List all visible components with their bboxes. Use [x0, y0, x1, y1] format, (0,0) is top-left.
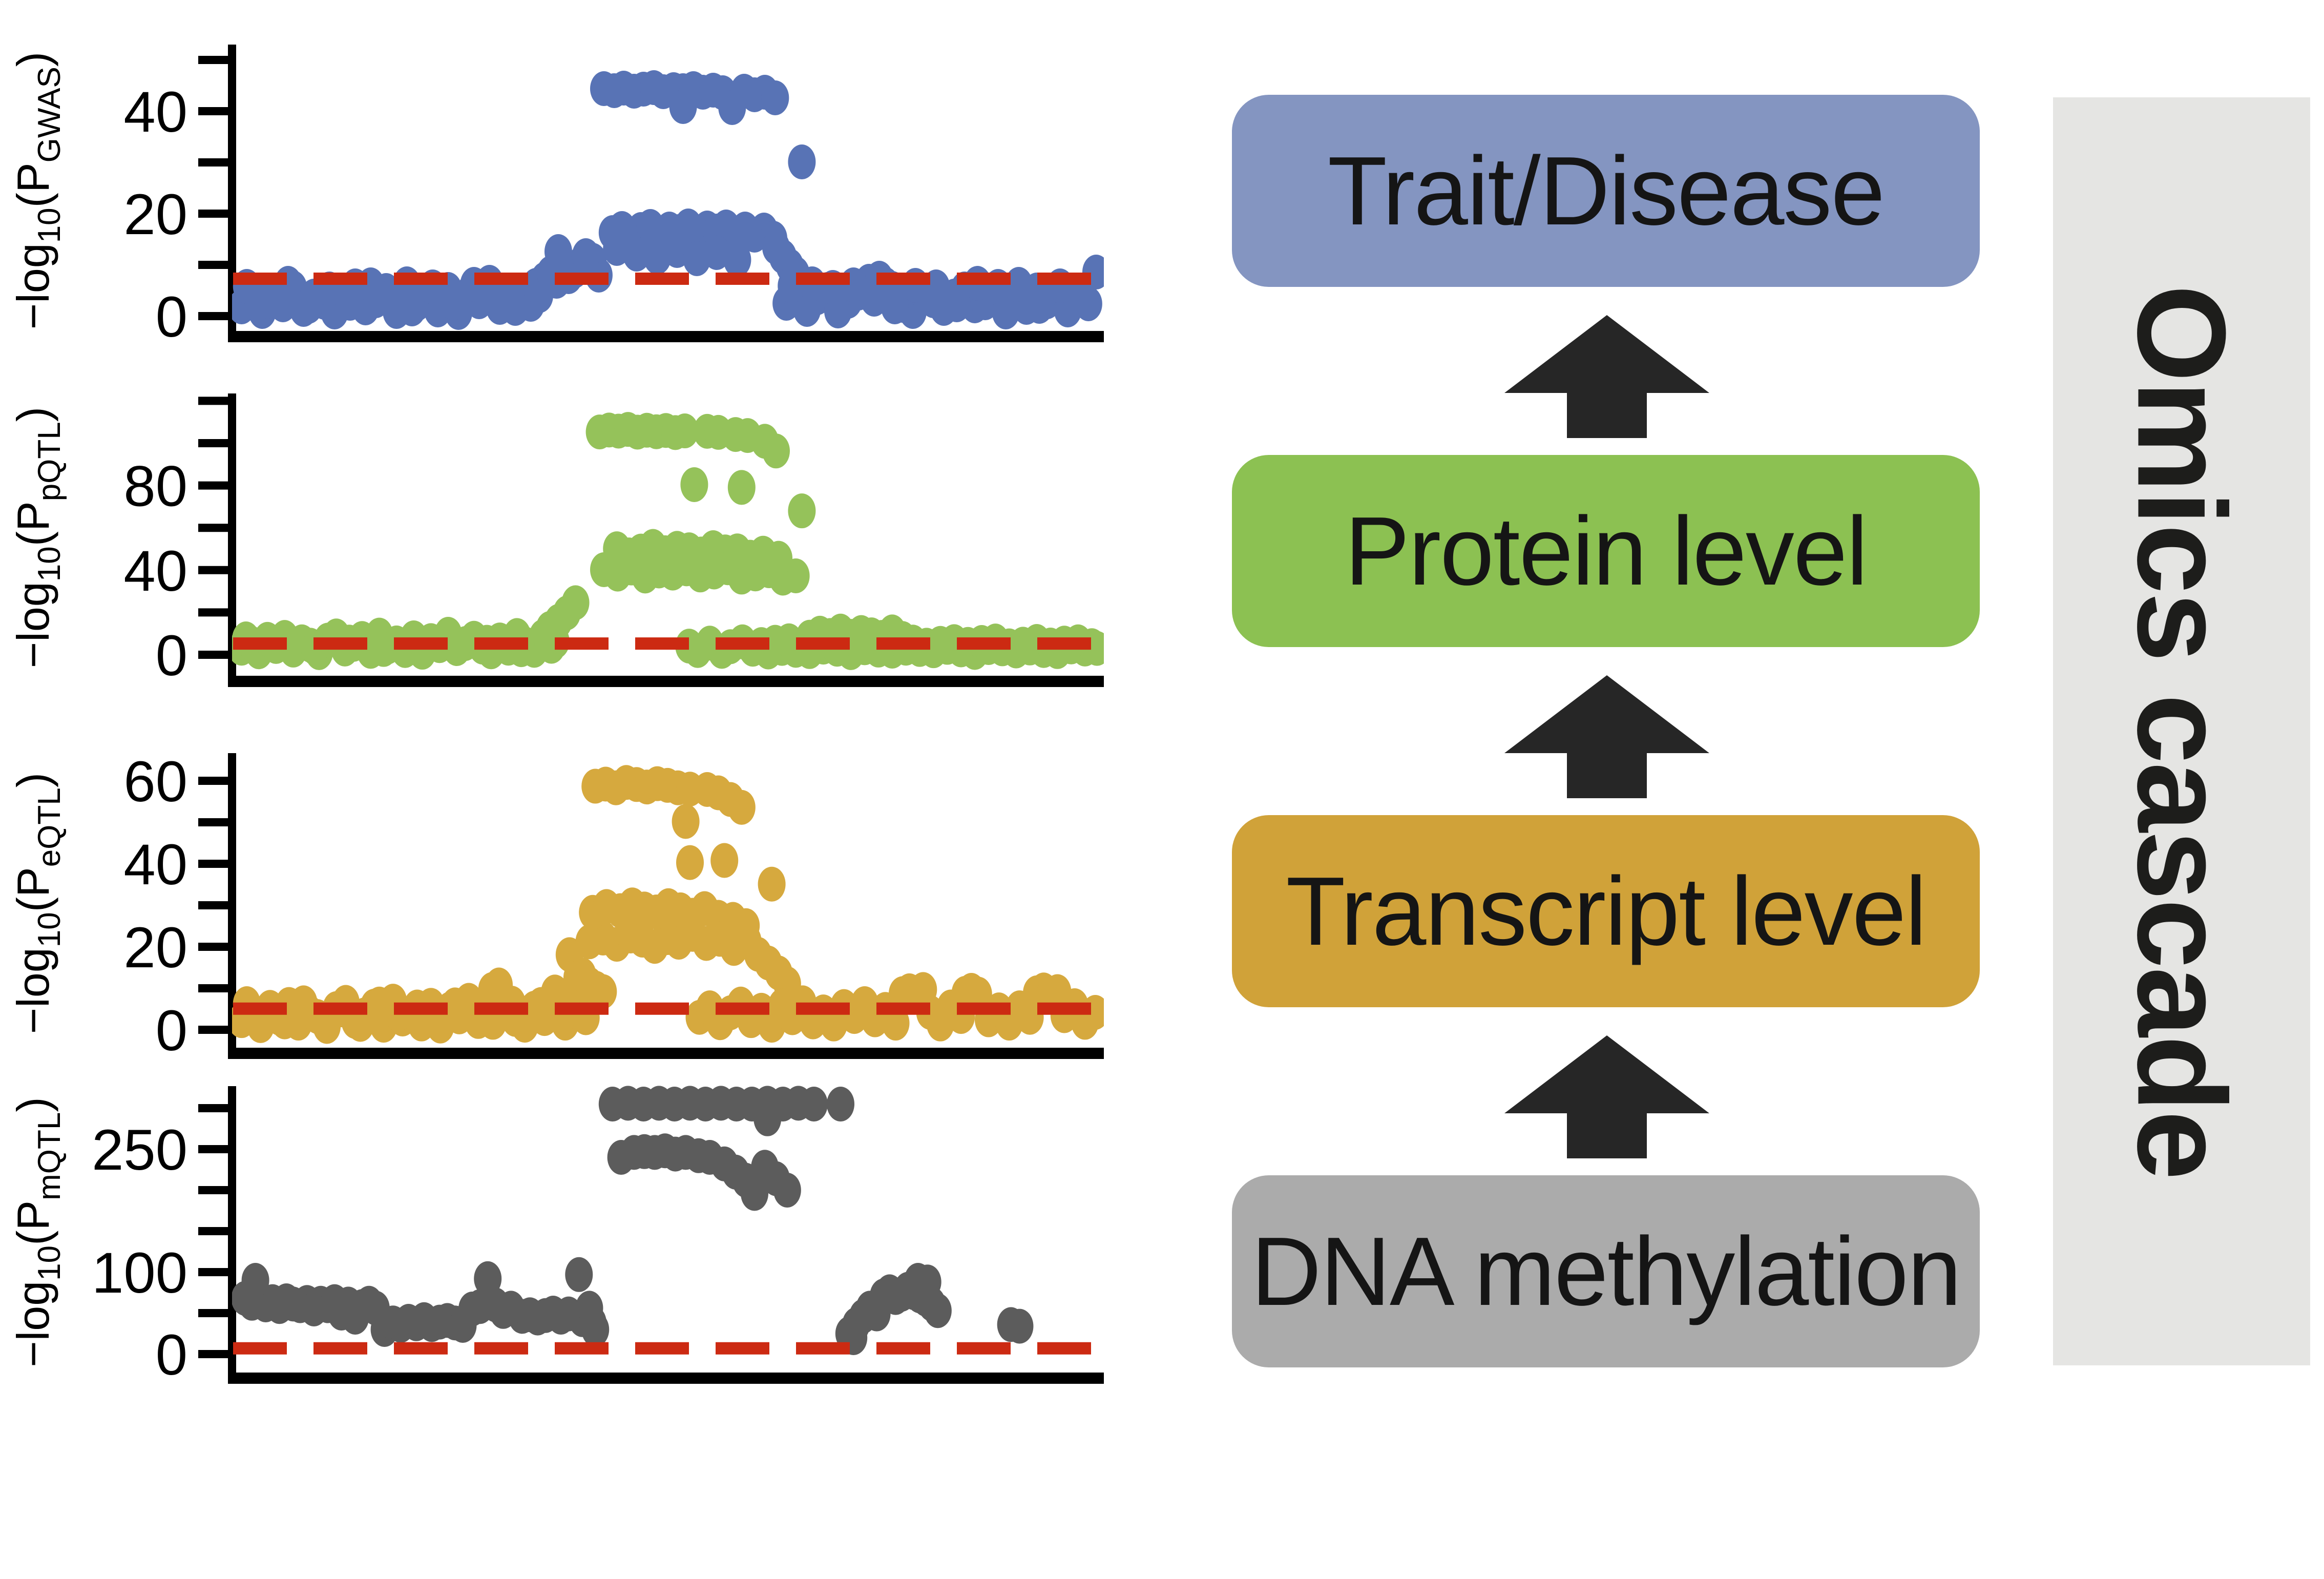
- y-tick-label: 20: [123, 182, 187, 246]
- data-point: [589, 974, 617, 1009]
- data-point: [622, 237, 651, 272]
- panel-gwas: 0 20 40 −log10(PGWAS): [8, 45, 1104, 349]
- data-point: [710, 843, 739, 878]
- y-tick-label: 0: [156, 285, 187, 349]
- data-point: [501, 291, 529, 326]
- flow-box-trait-disease: Trait/Disease: [1232, 95, 1980, 287]
- y-tick-label: 0: [156, 1323, 187, 1387]
- data-point: [241, 1263, 269, 1298]
- data-point: [581, 1312, 610, 1347]
- data-point: [1004, 267, 1033, 302]
- data-point: [718, 90, 746, 125]
- panel-eqtl: 0 20 40 60 −log10(PeQTL): [8, 750, 1104, 1063]
- data-point: [727, 789, 756, 825]
- data-point: [680, 467, 708, 502]
- panel-mqtl: 0 100 250 −log10(PmQTL): [8, 1086, 1104, 1387]
- flow-box-label: Trait/Disease: [1327, 136, 1885, 245]
- y-tick-label: 40: [123, 539, 187, 603]
- y-tick-label: 0: [156, 999, 187, 1063]
- up-arrow-icon: [1504, 675, 1709, 798]
- data-point: [827, 1087, 854, 1121]
- data-point: [761, 80, 789, 115]
- scatter-points: [232, 412, 1104, 670]
- flow-box-protein-level: Protein level: [1232, 455, 1980, 647]
- omics-cascade-banner: Omics cascade: [2053, 97, 2310, 1365]
- data-point: [398, 292, 426, 326]
- data-point: [800, 1087, 828, 1121]
- data-point: [438, 624, 467, 659]
- data-point: [295, 289, 323, 324]
- data-point: [439, 285, 467, 320]
- flow-box-transcript-level: Transcript level: [1232, 815, 1980, 1007]
- y-axis-label: −log10(PpQTL): [8, 407, 67, 668]
- data-point: [762, 433, 790, 469]
- y-axis-label: −log10(PGWAS): [8, 52, 67, 329]
- data-point: [1025, 289, 1054, 324]
- flow-box-label: Transcript level: [1286, 857, 1927, 966]
- data-point: [369, 632, 397, 667]
- panel-pqtl: 0 40 80 −log10(PpQTL): [8, 393, 1104, 688]
- data-point: [544, 234, 572, 269]
- y-tick-label: 100: [92, 1241, 187, 1305]
- up-arrow-icon: [1504, 315, 1709, 438]
- flow-box-label: Protein level: [1345, 496, 1868, 606]
- data-point: [788, 493, 816, 529]
- data-point: [676, 845, 704, 880]
- y-tick-label: 40: [123, 80, 187, 144]
- scatter-points: [232, 70, 1104, 330]
- y-tick-label: 250: [92, 1118, 187, 1182]
- scatter-points: [232, 765, 1104, 1044]
- data-point: [753, 1101, 782, 1136]
- data-point: [723, 242, 751, 277]
- data-point: [336, 286, 364, 321]
- data-point: [346, 1007, 374, 1042]
- data-point: [669, 89, 697, 124]
- y-tick-label: 80: [123, 454, 187, 518]
- data-point: [672, 804, 700, 839]
- data-point: [758, 866, 786, 902]
- data-point: [671, 413, 699, 449]
- data-point: [572, 238, 600, 273]
- data-point: [531, 1001, 559, 1036]
- banner-label: Omics cascade: [2111, 284, 2252, 1179]
- y-axis-label: −log10(PeQTL): [8, 773, 67, 1034]
- y-tick-label: 20: [123, 916, 187, 980]
- data-point: [480, 279, 509, 314]
- data-point: [732, 908, 760, 943]
- y-tick-label: 60: [123, 750, 187, 814]
- data-point: [1006, 1308, 1034, 1344]
- data-point: [565, 1257, 593, 1292]
- y-tick-label: 0: [156, 624, 187, 688]
- data-point: [924, 1293, 952, 1328]
- data-point: [943, 287, 971, 322]
- data-point: [1066, 283, 1095, 318]
- data-point: [727, 470, 756, 505]
- y-axis-label: −log10(PmQTL): [8, 1097, 67, 1367]
- qtl-scatter-plots: 0 20 40 −log10(PGWAS) 0 40 80 −log10(PpQTL) 0 20 4…: [8, 45, 1104, 1387]
- data-point: [913, 1264, 941, 1300]
- data-point: [474, 1261, 502, 1296]
- y-tick-label: 40: [123, 833, 187, 897]
- data-point: [561, 585, 590, 620]
- data-point: [254, 284, 282, 319]
- data-point: [765, 541, 793, 576]
- data-point: [881, 289, 909, 324]
- flow-box-label: DNA methylation: [1251, 1217, 1961, 1326]
- flow-box-dna-methylation: DNA methylation: [1232, 1175, 1980, 1367]
- data-point: [741, 1176, 768, 1211]
- data-point: [788, 144, 816, 179]
- scatter-points: [232, 1086, 1034, 1355]
- up-arrow-icon: [1504, 1035, 1709, 1158]
- data-point: [773, 1173, 801, 1208]
